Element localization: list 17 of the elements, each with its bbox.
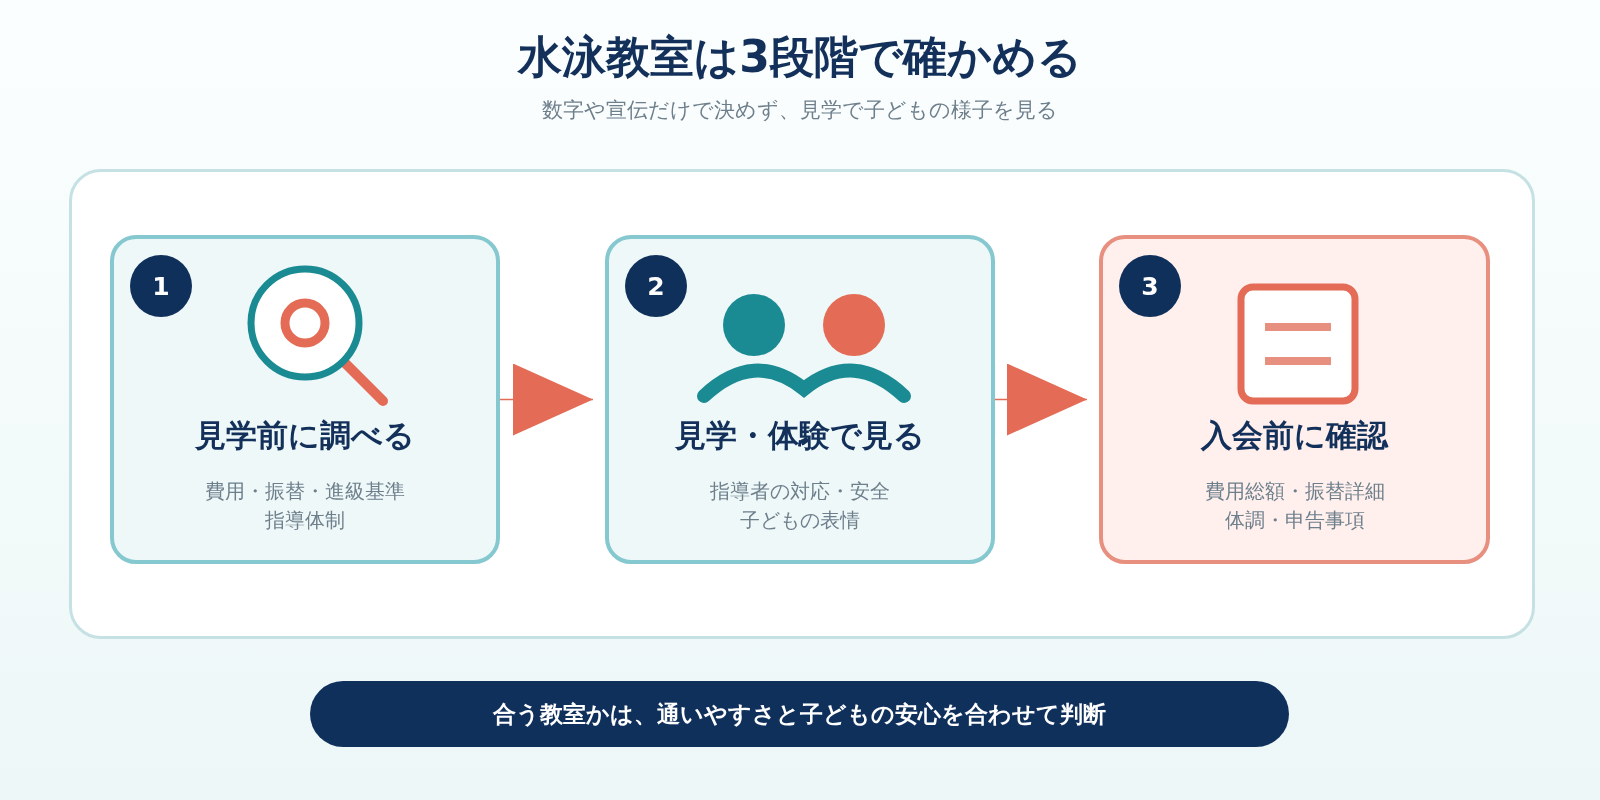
step-number-badge: 1 — [130, 255, 192, 317]
step-description: 費用・振替・進級基準指導体制 — [204, 478, 406, 534]
summary-banner: 合う教室かは、通いやすさと子どもの安心を合わせて判断 — [310, 681, 1289, 747]
step-description: 指導者の対応・安全子どもの表情 — [709, 478, 891, 534]
subtitle: 数字や宣伝だけで決めず、見学で子どもの様子を見る — [541, 97, 1059, 124]
step-description: 費用総額・振替詳細体調・申告事項 — [1203, 478, 1386, 534]
step-number-badge: 3 — [1119, 255, 1181, 317]
title: 水泳教室は3段階で確かめる — [516, 30, 1083, 84]
step-card — [605, 235, 995, 564]
arrow — [994, 363, 1088, 436]
step-title: 見学前に調べる — [194, 416, 416, 455]
step-card — [110, 235, 500, 564]
arrow — [499, 363, 594, 436]
step-card — [1099, 235, 1490, 564]
step-title: 見学・体験で見る — [674, 416, 926, 455]
step-number-badge: 2 — [625, 255, 687, 317]
step-title: 入会前に確認 — [1199, 416, 1390, 455]
